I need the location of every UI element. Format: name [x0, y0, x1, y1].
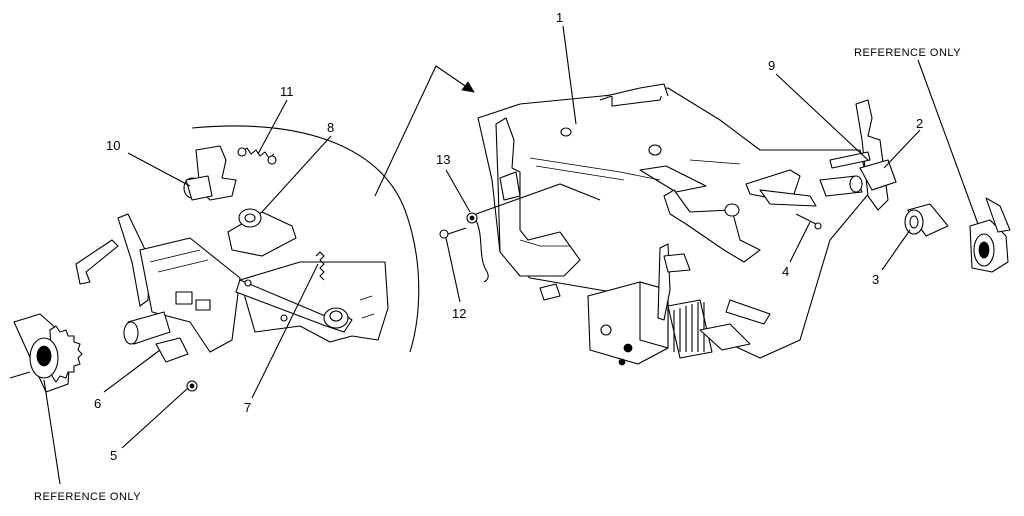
left-upright-bracket: [495, 117, 581, 277]
callout-12: 12: [452, 306, 466, 321]
callout-2: 2: [916, 116, 923, 131]
callout-4: 4: [782, 264, 789, 279]
part-7-spring-post: [315, 251, 349, 329]
callout-labels: 1 2 3 4 5 6 7 8 9 10 11 12 13 REFERENCE …: [34, 10, 961, 503]
main-assembly-view: [439, 83, 1011, 366]
detail-to-main-arrow: [374, 65, 475, 197]
reference-gear-right: [969, 197, 1011, 273]
part-12-screw: [439, 227, 467, 239]
part-3-clutch-collar: [904, 203, 949, 237]
part-8-cam-roller: [227, 208, 297, 257]
detail-boundary-arc: [191, 125, 420, 353]
center-lever: [663, 189, 761, 263]
part-11-spring: [237, 147, 277, 165]
detail-lever-arm: [117, 213, 151, 307]
callout-3: 3: [872, 272, 879, 287]
solenoid-coil-assembly: [587, 243, 771, 366]
callout-6: 6: [94, 396, 101, 411]
callout-11: 11: [280, 84, 294, 99]
callout-10: 10: [106, 138, 120, 153]
leader-lines: [43, 25, 979, 485]
callout-7: 7: [244, 400, 251, 415]
callout-9: 9: [768, 58, 775, 73]
callout-8: 8: [327, 120, 334, 135]
reference-only-note-top: REFERENCE ONLY: [854, 47, 961, 59]
part-6-shaft: [123, 311, 189, 363]
detail-view: [9, 125, 420, 393]
callout-5: 5: [110, 448, 117, 463]
part-1-chassis-plate: [477, 87, 871, 359]
reference-only-note-bottom: REFERENCE ONLY: [34, 491, 141, 503]
part-4-small-pin: [795, 213, 822, 230]
part-9-pin-rod: [819, 151, 871, 197]
callout-13: 13: [436, 152, 450, 167]
part-13-wire-spring: [466, 183, 601, 283]
reference-gear-left: [9, 313, 83, 393]
callout-1: 1: [556, 10, 563, 25]
part-5-nut: [186, 380, 198, 392]
part-10-clutch-assembly: [183, 145, 237, 201]
